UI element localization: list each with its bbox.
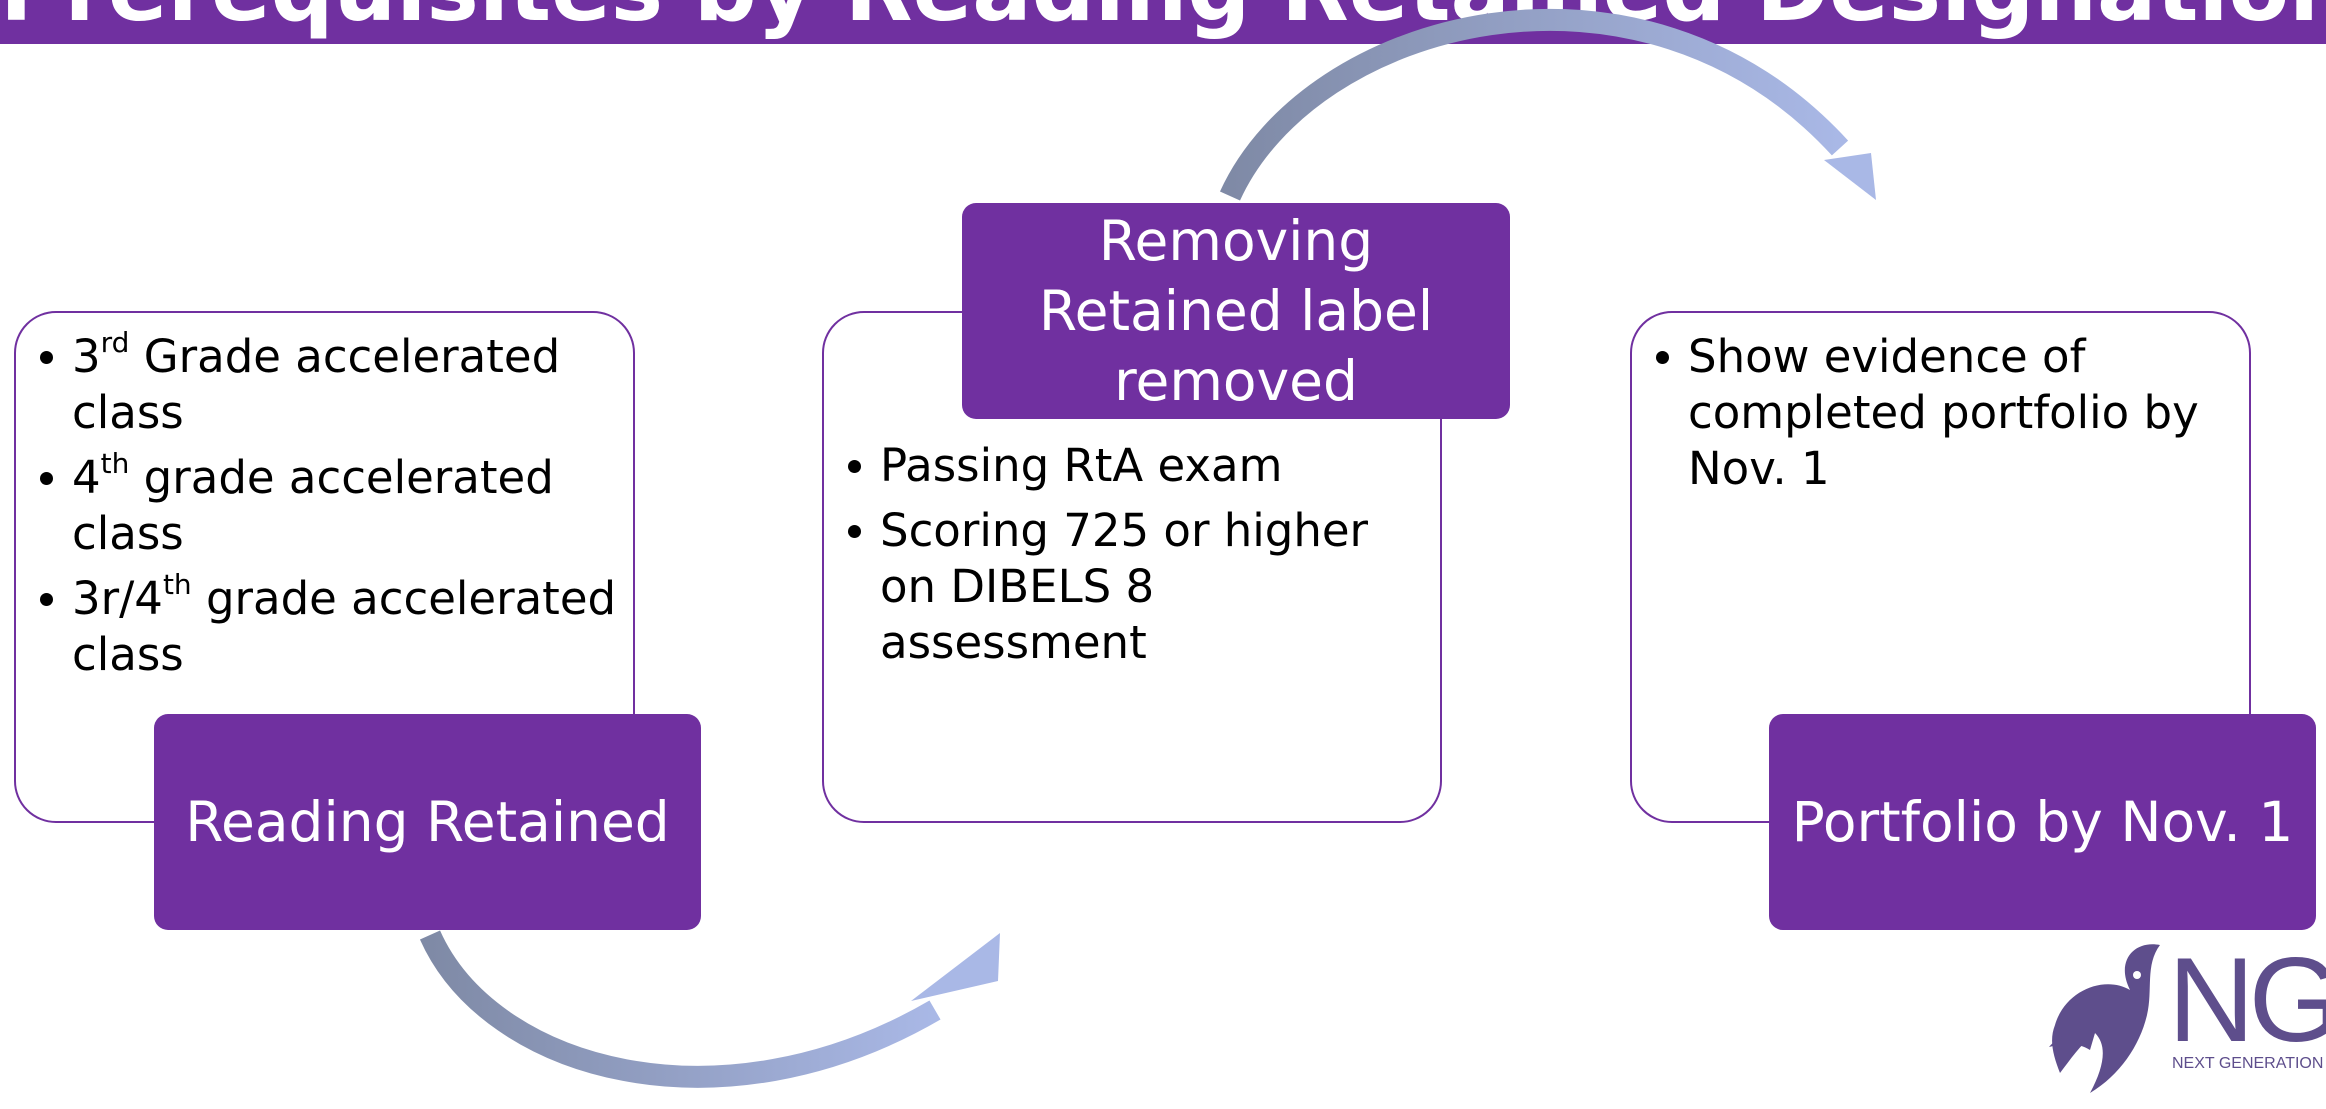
bullet-item: 3rd Grade accelerated class: [36, 329, 626, 441]
logo-letters: NG: [2168, 933, 2326, 1067]
bullet-item: Show evidence of completed portfolio by …: [1652, 329, 2212, 497]
step-2-label: Removing Retained label removed: [962, 203, 1510, 419]
next-generation-logo: NG NEXT GENERATION: [2035, 935, 2326, 1105]
eagle-icon: [2049, 944, 2160, 1093]
step-3-bullets: Show evidence of completed portfolio by …: [1652, 329, 2212, 506]
step-1-bullets: 3rd Grade accelerated class 4th grade ac…: [36, 329, 626, 692]
title-bar: Prerequisites by Reading Retained Design…: [0, 0, 2326, 44]
page-title: Prerequisites by Reading Retained Design…: [0, 0, 2326, 41]
arrow-bottom: [419, 930, 1000, 1088]
step-2-bullets: Passing RtA exam Scoring 725 or higher o…: [844, 438, 1434, 680]
bullet-item: 4th grade accelerated class: [36, 450, 626, 562]
bullet-item: Passing RtA exam: [844, 438, 1434, 494]
logo-tagline: NEXT GENERATION: [2172, 1055, 2324, 1072]
step-3-label: Portfolio by Nov. 1: [1769, 714, 2316, 930]
bullet-item: Scoring 725 or higher on DIBELS 8 assess…: [844, 503, 1434, 671]
arrow-top: [1219, 8, 1876, 201]
step-1-label: Reading Retained: [154, 714, 701, 930]
bullet-item: 3r/4th grade accelerated class: [36, 571, 626, 683]
